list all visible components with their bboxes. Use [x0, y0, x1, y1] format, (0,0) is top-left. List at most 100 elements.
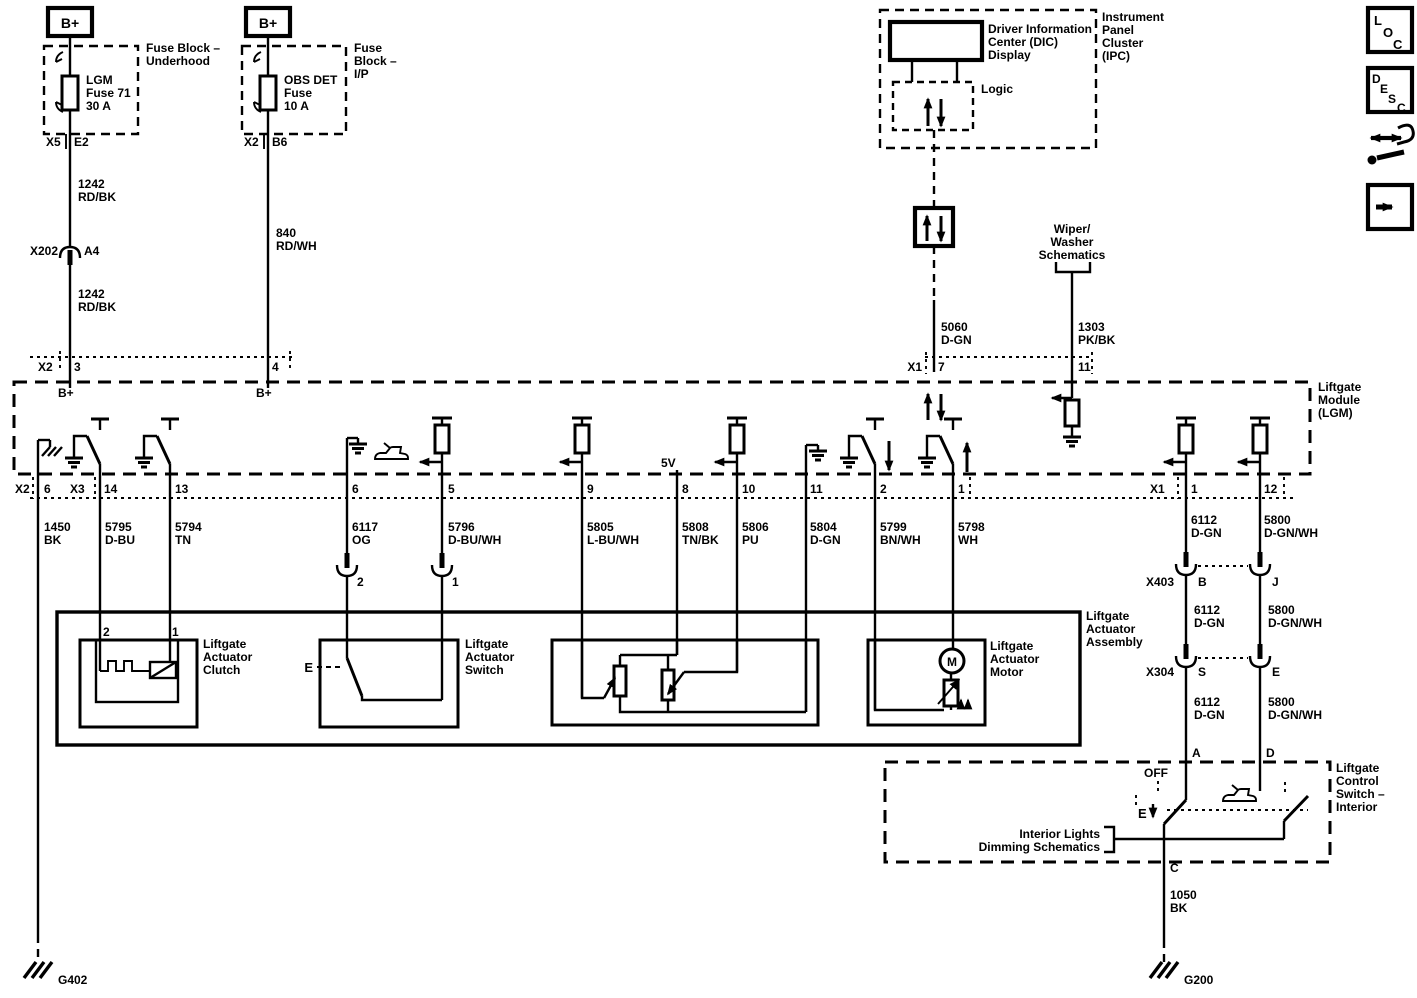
pin-b6-label: B6: [272, 135, 288, 149]
fuse-clip-icon: [253, 51, 262, 63]
clutch-inner-box: [94, 638, 180, 704]
wire-runs: 2 1: [36, 438, 1262, 960]
dimming-label: Dimming Schematics: [979, 840, 1101, 854]
switch-box: [318, 638, 460, 729]
ipc-title: Panel: [1102, 23, 1134, 37]
pin-label: 6: [44, 482, 51, 496]
wire-label: TN/BK: [682, 533, 719, 547]
right-feed-circuit: B+ Fuse Block – I/P OBS DET Fuse 10 A X2…: [240, 5, 397, 400]
pullup-resistor-symbol: [1164, 418, 1196, 462]
wire-label: 5808: [682, 520, 709, 534]
wire-1303: 1303: [1078, 320, 1105, 334]
pot-wiper-arrow: [667, 671, 685, 696]
logic-label: Logic: [981, 82, 1013, 96]
inline-connector: [432, 553, 452, 576]
loc-button[interactable]: L O C: [1365, 5, 1415, 55]
liftgate-open-icon: [1222, 784, 1257, 802]
pullup-resistor-symbol: [420, 418, 452, 462]
fuse-block-underhood-label: Underhood: [146, 54, 210, 68]
switch-blade: [345, 657, 364, 697]
obs-det-fuse-label: OBS DET: [284, 73, 338, 87]
switch-label: Liftgate: [465, 637, 509, 651]
wire-label: 5799: [880, 520, 907, 534]
wire-label: TN: [175, 533, 191, 547]
clutch-pin-2: 2: [103, 625, 110, 639]
inline-connector-x304: [1250, 644, 1270, 667]
wire-label: 5805: [587, 520, 614, 534]
bplus-label: B+: [61, 15, 79, 31]
wire-1242-upper: 1242: [78, 177, 105, 191]
pin-e-label: E: [1272, 665, 1280, 679]
desc-letter: S: [1388, 92, 1396, 106]
motor-m-label: M: [947, 655, 957, 669]
e-position-label: E: [1138, 806, 1147, 821]
wire-5060: 5060: [941, 320, 968, 334]
pulse-signal-symbol: [100, 660, 150, 672]
wire-label: D-BU/WH: [448, 533, 501, 547]
wire-1242-upper: RD/BK: [78, 190, 116, 204]
pin-label: 14: [104, 482, 118, 496]
connector-view-button[interactable]: [1367, 123, 1415, 165]
wire-label: D-BU: [105, 533, 135, 547]
pin-s-label: S: [1198, 665, 1206, 679]
clutch-label: Actuator: [203, 650, 253, 664]
ground-symbol: [807, 443, 829, 462]
wire-label: 5800: [1264, 513, 1291, 527]
conn-x403-label: X403: [1146, 575, 1174, 589]
inline-connector-x202: [60, 247, 80, 265]
chassis-ground-icon: [40, 438, 64, 458]
wire-label: L-BU/WH: [587, 533, 639, 547]
actuator-assembly: Liftgate Actuator Assembly 2 1 Liftgate …: [55, 609, 1143, 747]
fuse-block-ip-label: I/P: [354, 67, 369, 81]
desc-letter: C: [1397, 101, 1406, 115]
control-switch-title: Switch –: [1336, 787, 1385, 801]
variable-arrow: [937, 678, 961, 705]
wire-label: 5798: [958, 520, 985, 534]
dic-display-label: Center (DIC): [988, 35, 1058, 49]
wire-labels: 1450 BK 5795 D-BU 5794 TN 6117 OG 5796 D…: [44, 513, 1318, 547]
output-driver-symbol: [63, 417, 111, 469]
pin-label: 5: [448, 482, 455, 496]
desc-button[interactable]: D E S C: [1365, 65, 1415, 115]
output-driver-symbol: [133, 417, 181, 469]
wire-label: D-GN: [810, 533, 841, 547]
wire-label: D-GN: [1194, 616, 1225, 630]
ground-symbol: [347, 436, 369, 455]
wire-5060: D-GN: [941, 333, 972, 347]
obs-det-fuse-label: 10 A: [284, 99, 309, 113]
inline-connector-x403: [1176, 552, 1196, 575]
pin-4-label: 4: [272, 360, 279, 374]
inline-connector-x304: [1176, 644, 1196, 667]
wire-label: 6117: [352, 520, 378, 534]
nav-icon-column[interactable]: L O C D E S C: [1365, 5, 1415, 232]
pullup-resistor-symbol: [560, 418, 592, 462]
wire-1050: 1050: [1170, 888, 1197, 902]
ground-g200: G200: [1148, 960, 1214, 987]
next-page-button[interactable]: [1365, 182, 1415, 232]
clutch-pin-1: 1: [172, 625, 179, 639]
assembly-box: [55, 610, 1082, 747]
wiper-washer-label: Schematics: [1039, 248, 1106, 262]
conn-x2-label: X2: [38, 360, 53, 374]
wire-label: 5796: [448, 520, 475, 534]
bplus-in-label: B+: [256, 386, 272, 400]
pin-label: 1: [958, 482, 965, 496]
fuse-clip-icon: [55, 51, 64, 63]
ground-icon: [1148, 960, 1180, 980]
wire-label: 6112: [1194, 695, 1220, 709]
conn-x2-label: X2: [244, 135, 259, 149]
off-page-bracket: [1054, 262, 1092, 274]
g200-label: G200: [1184, 973, 1214, 987]
wire-840: RD/WH: [276, 239, 317, 253]
assembly-title: Actuator: [1086, 622, 1136, 636]
pin-label: X2: [15, 482, 30, 496]
right-wire-column: X403 B J 6112 D-GN 5800 D-GN/WH X304 S E…: [1146, 552, 1322, 800]
pin-label: 8: [682, 482, 689, 496]
clutch-coil-symbol: [148, 660, 178, 680]
wiper-washer-label: Washer: [1051, 235, 1094, 249]
switch-label: Switch: [465, 663, 504, 677]
switch-blade: [1162, 798, 1188, 826]
ipc-title: Instrument: [1102, 10, 1164, 24]
desc-letter: E: [1380, 82, 1388, 96]
